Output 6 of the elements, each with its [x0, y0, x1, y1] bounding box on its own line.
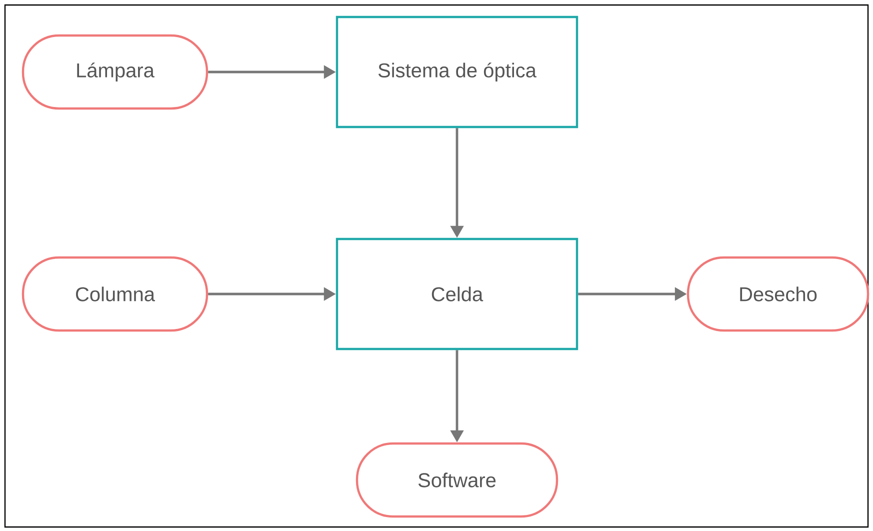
process-box: Celda	[336, 238, 578, 350]
terminal-pill: Software	[356, 442, 558, 518]
terminal-pill: Desecho	[686, 256, 870, 332]
process-box: Sistema de óptica	[336, 16, 578, 128]
terminal-pill: Lámpara	[22, 34, 208, 110]
terminal-pill: Columna	[22, 256, 208, 332]
